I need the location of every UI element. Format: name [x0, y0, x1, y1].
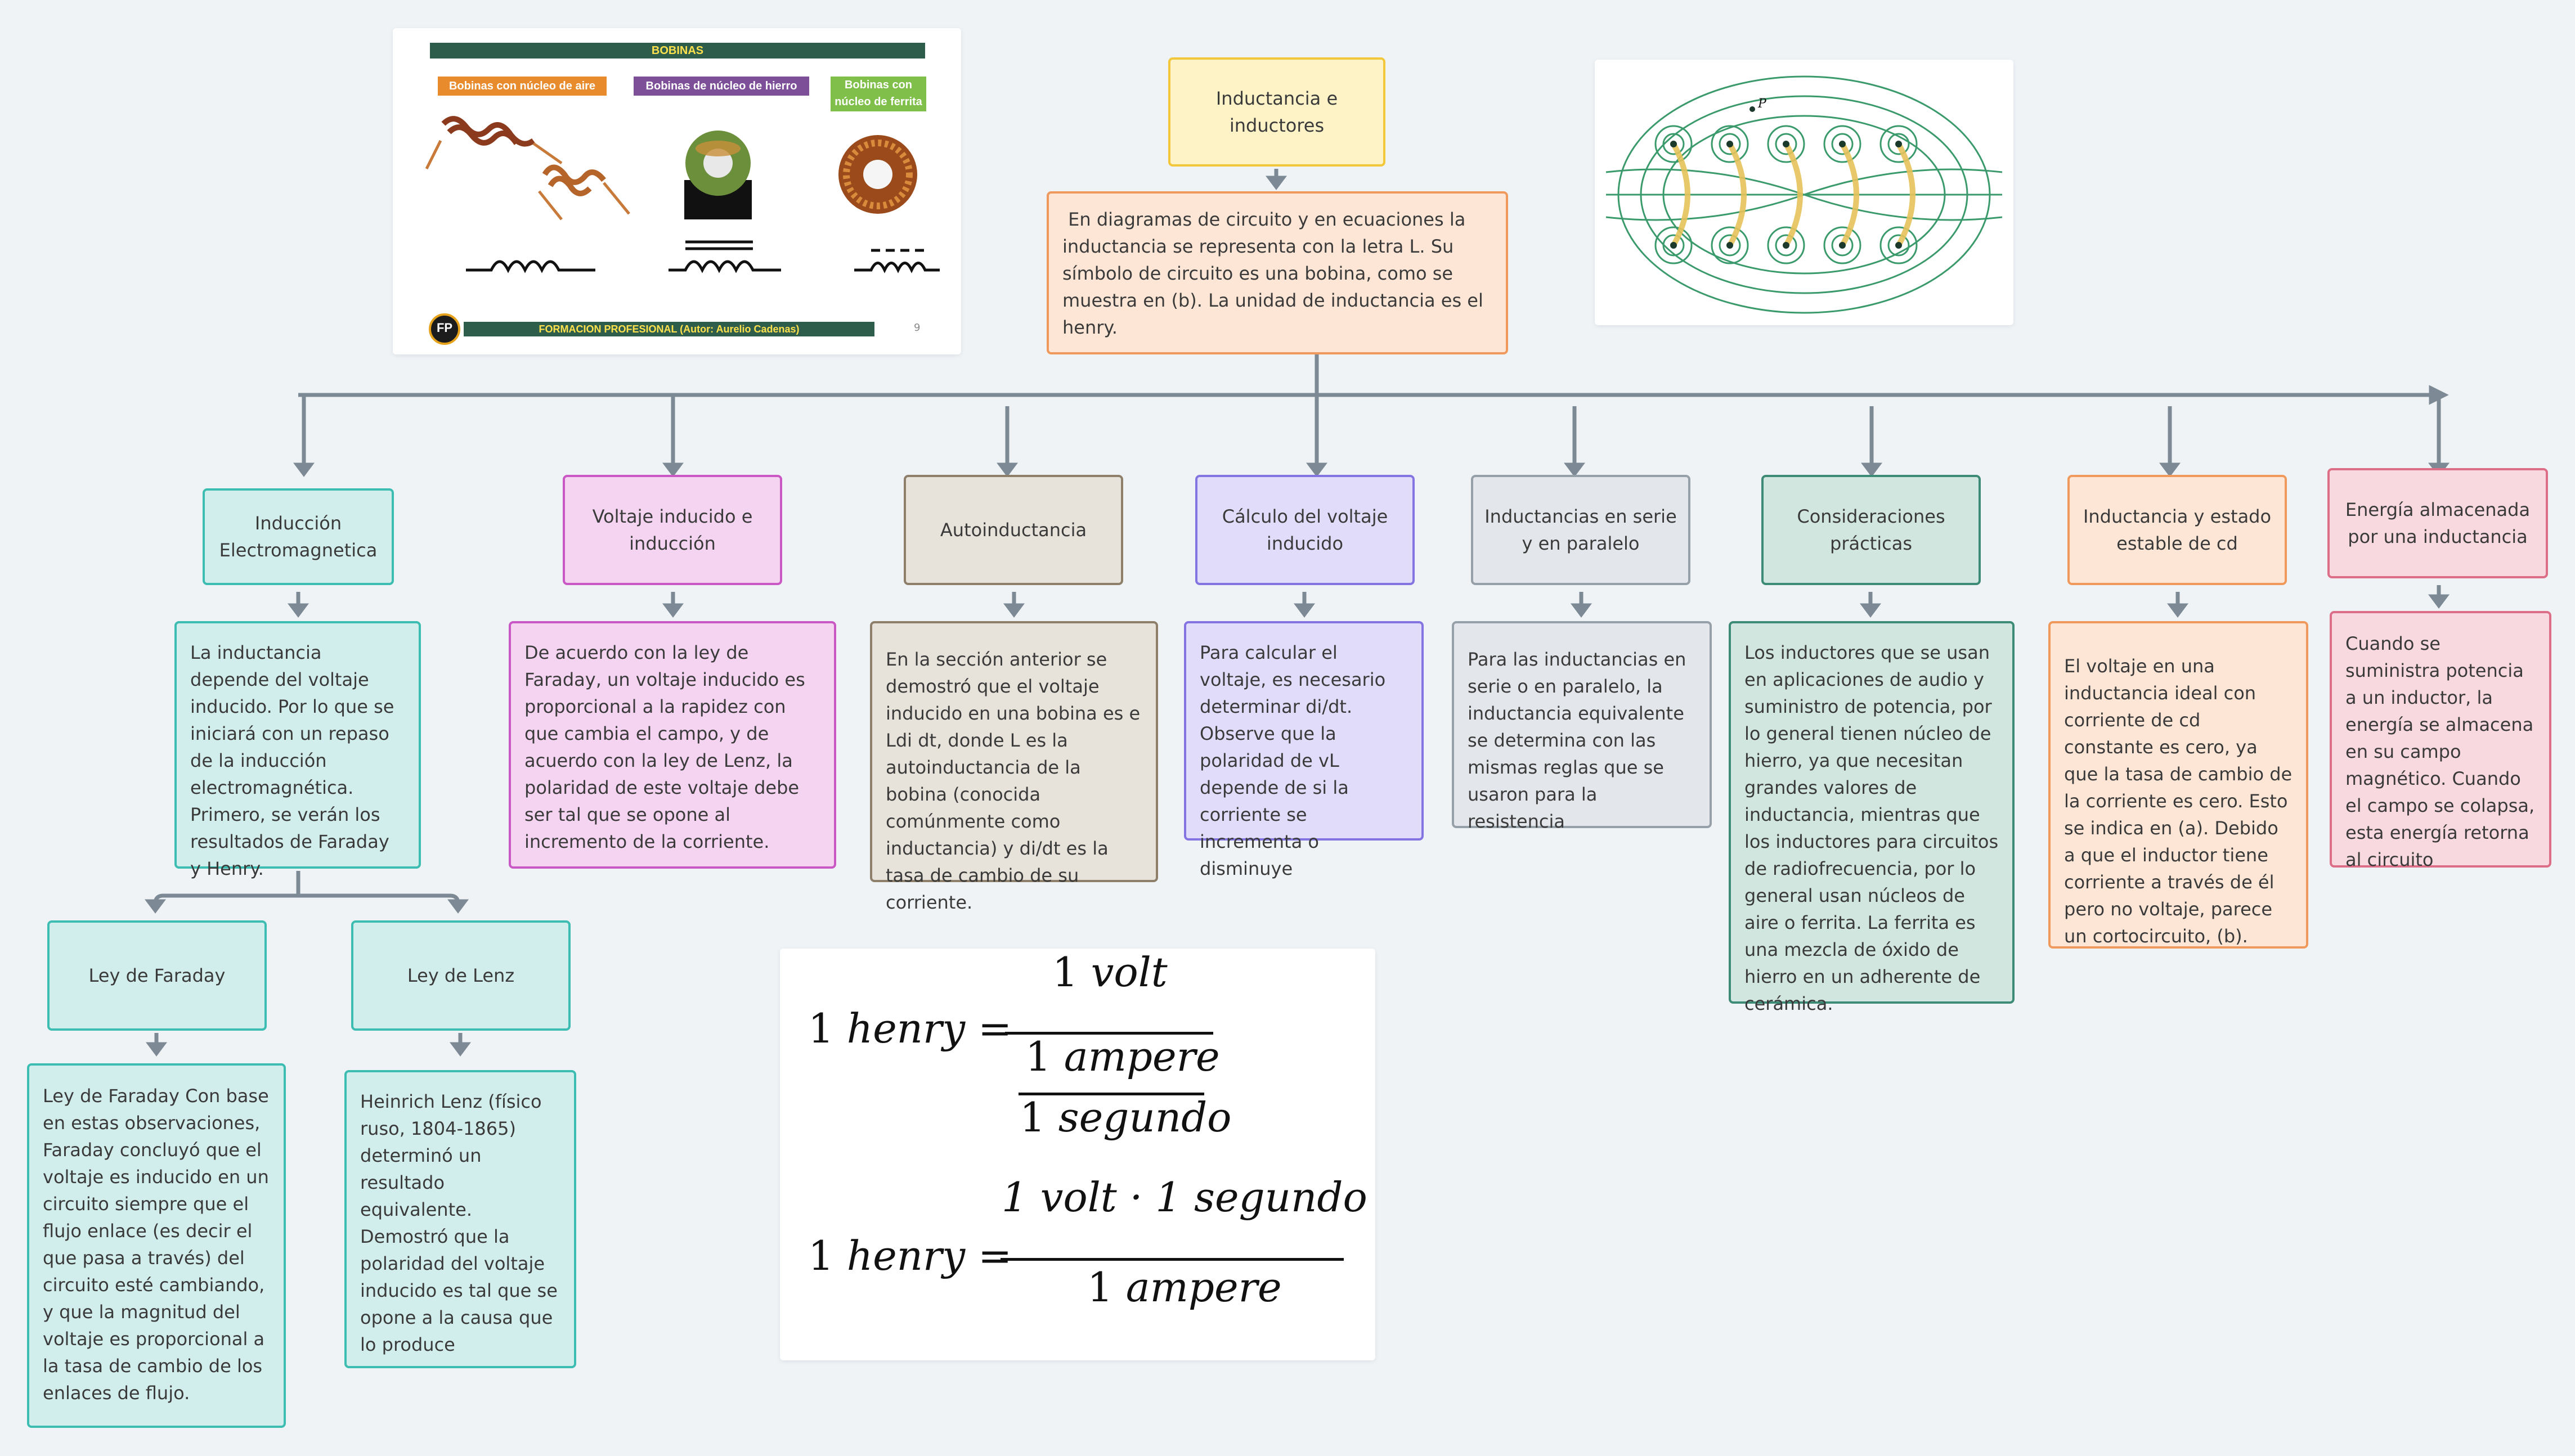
- branch-title-text: Inductancia y estado estable de cd: [2083, 506, 2272, 554]
- formula-1-numerator: 1 volt: [1052, 949, 1168, 996]
- branch-desc-voltaje[interactable]: De acuerdo con la ley de Faraday, un vol…: [509, 621, 836, 869]
- sub-desc-text: Heinrich Lenz (físico ruso, 1804-1865) d…: [360, 1091, 558, 1355]
- coil-illustrations: [425, 116, 940, 345]
- formula-1-main-bar: [1005, 1032, 1213, 1035]
- branch-desc-text: En la sección anterior se demostró que e…: [886, 649, 1158, 913]
- branch-title-energia[interactable]: Energía almacenada por una inductancia: [2327, 468, 2548, 578]
- branch-title-text: Voltaje inducido e inducción: [592, 506, 753, 554]
- coils-footer: FORMACION PROFESIONAL (Autor: Aurelio Ca…: [539, 323, 800, 335]
- sub-title-text: Ley de Lenz: [407, 965, 515, 986]
- tag-air-core: Bobinas con núcleo de aire: [438, 77, 607, 96]
- branch-desc-text: Para calcular el voltaje, es necesario d…: [1200, 642, 1386, 879]
- schematic-symbols: [466, 240, 940, 273]
- branch-title-text: Consideraciones prácticas: [1797, 506, 1945, 554]
- coils-header: BOBINAS: [430, 43, 925, 59]
- root-title[interactable]: Inductancia e inductores: [1168, 57, 1385, 167]
- ferrite-coil-icon: [838, 135, 917, 214]
- branch-title-text: Autoinductancia: [940, 519, 1087, 541]
- root-title-text: Inductancia e inductores: [1215, 88, 1338, 136]
- tag-iron-core: Bobinas de núcleo de hierro: [634, 77, 809, 96]
- branch-desc-text: De acuerdo con la ley de Faraday, un vol…: [524, 642, 805, 852]
- branch-title-serie-paralelo[interactable]: Inductancias en serie y en paralelo: [1471, 475, 1690, 585]
- branch-title-text: Inducción Electromagnetica: [219, 513, 378, 561]
- sub-desc-faraday[interactable]: Ley de Faraday Con base en estas observa…: [27, 1063, 286, 1428]
- branch-desc-serie-paralelo[interactable]: Para las inductancias en serie o en para…: [1452, 621, 1712, 832]
- branch-desc-consideraciones[interactable]: Los inductores que se usan en aplicacion…: [1729, 621, 2015, 1014]
- fp-logo-text: FP: [436, 321, 453, 335]
- branch-title-voltaje[interactable]: Voltaje inducido e inducción: [563, 475, 782, 585]
- branch-desc-text: Cuando se suministra potencia a un induc…: [2345, 633, 2535, 870]
- henry-formula-card: 1 henry = 1 volt 1 ampere 1 segundo 1 he…: [780, 949, 1375, 1360]
- formula-1-denominator-bottom: 1 segundo: [1020, 1094, 1232, 1141]
- branch-title-text: Inductancias en serie y en paralelo: [1484, 506, 1677, 554]
- magnetic-field-image: P: [1595, 60, 2013, 325]
- branch-title-text: Cálculo del voltaje inducido: [1222, 506, 1388, 554]
- branch-desc-estado-estable[interactable]: El voltaje en una inductancia ideal con …: [2048, 621, 2308, 949]
- formula-2-lhs: 1 henry =: [808, 1232, 1012, 1279]
- air-coil-2-icon: [538, 164, 630, 221]
- branch-title-induccion[interactable]: Inducción Electromagnetica: [203, 488, 394, 585]
- coils-image: BOBINAS Bobinas con núcleo de aire Bobin…: [393, 28, 961, 354]
- branch-title-text: Energía almacenada por una inductancia: [2345, 499, 2531, 547]
- branch-title-estado-estable[interactable]: Inductancia y estado estable de cd: [2067, 475, 2287, 585]
- formula-2-numerator: 1 volt · 1 segundo: [1002, 1174, 1367, 1221]
- sub-title-lenz[interactable]: Ley de Lenz: [351, 920, 571, 1031]
- branch-desc-text: El voltaje en una inductancia ideal con …: [2064, 655, 2293, 947]
- formula-1-denominator-top: 1 ampere: [1025, 1033, 1220, 1080]
- field-lines-illustration: [1605, 75, 2003, 314]
- iron-core-coil-icon: [684, 131, 752, 219]
- formula-1-sub-bar: [1019, 1093, 1204, 1095]
- branch-desc-text: La inductancia depende del voltaje induc…: [190, 642, 394, 879]
- formula-2-denominator: 1 ampere: [1087, 1264, 1282, 1311]
- sub-title-faraday[interactable]: Ley de Faraday: [47, 920, 267, 1031]
- page-number: 9: [914, 322, 921, 334]
- branch-title-calculo[interactable]: Cálculo del voltaje inducido: [1195, 475, 1415, 585]
- tag-ferrite-core: Bobinas con núcleo de ferrita: [831, 77, 926, 111]
- root-description[interactable]: En diagramas de circuito y en ecuaciones…: [1047, 191, 1508, 354]
- sub-desc-lenz[interactable]: Heinrich Lenz (físico ruso, 1804-1865) d…: [344, 1070, 576, 1368]
- fp-logo-icon: [429, 313, 460, 345]
- branch-title-autoinductancia[interactable]: Autoinductancia: [904, 475, 1123, 585]
- branch-desc-calculo[interactable]: Para calcular el voltaje, es necesario d…: [1184, 621, 1424, 879]
- branch-desc-text: Para las inductancias en serie o en para…: [1468, 649, 1686, 832]
- branch-desc-autoinductancia[interactable]: En la sección anterior se demostró que e…: [870, 621, 1158, 913]
- branch-desc-text: Los inductores que se usan en aplicacion…: [1744, 642, 1999, 1014]
- sub-title-text: Ley de Faraday: [88, 965, 226, 986]
- point-p-label: P: [1758, 97, 1766, 111]
- branch-desc-induccion[interactable]: La inductancia depende del voltaje induc…: [174, 621, 421, 879]
- coil-winding-icon: [1671, 142, 1915, 247]
- branch-title-consideraciones[interactable]: Consideraciones prácticas: [1761, 475, 1981, 585]
- sub-desc-text: Ley de Faraday Con base en estas observa…: [43, 1085, 269, 1404]
- root-description-text: En diagramas de circuito y en ecuaciones…: [1062, 209, 1490, 338]
- air-coil-1-icon: [425, 116, 563, 170]
- formula-1-lhs: 1 henry =: [808, 1005, 1012, 1052]
- branch-desc-energia[interactable]: Cuando se suministra potencia a un induc…: [2330, 611, 2551, 870]
- formula-2-bar: [1001, 1258, 1344, 1261]
